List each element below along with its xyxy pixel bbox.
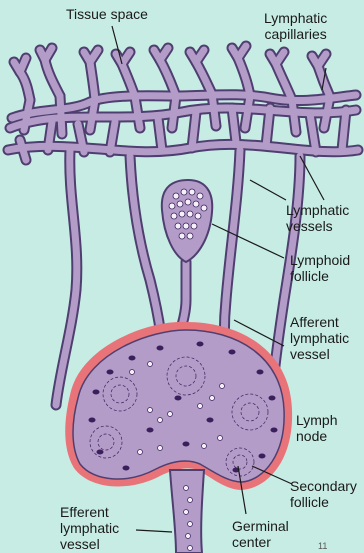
label-germinal-center: Germinal center: [232, 518, 289, 550]
label-lymphoid-follicle-line1: Lymphoid: [290, 252, 350, 268]
label-secondary-follicle: Secondary follicle: [290, 478, 357, 510]
label-lymphatic-vessels-line1: Lymphatic: [286, 202, 349, 218]
label-efferent-line3: vessel: [60, 536, 119, 552]
label-secondary-follicle-line2: follicle: [290, 494, 357, 510]
label-afferent-line2: lymphatic: [290, 330, 349, 346]
label-lymph-node-line1: Lymph: [296, 412, 338, 428]
label-efferent-lymphatic-vessel: Efferent lymphatic vessel: [60, 504, 119, 552]
label-lymphatic-vessels-line2: vessels: [286, 218, 349, 234]
leader-lymphoid-follicle: [212, 224, 284, 258]
leader-efferent-vessel: [136, 530, 172, 532]
label-secondary-follicle-line1: Secondary: [290, 478, 357, 494]
label-lymphatic-capillaries-line2: capillaries: [264, 26, 327, 42]
lymph-node: [65, 322, 292, 490]
page-mark: 11: [318, 541, 327, 551]
label-afferent-line3: vessel: [290, 346, 349, 362]
label-lymphoid-follicle-line2: follicle: [290, 268, 350, 284]
lymphoid-follicle: [162, 180, 212, 262]
label-afferent-line1: Afferent: [290, 314, 349, 330]
label-lymph-node-line2: node: [296, 428, 338, 444]
label-germinal-center-line1: Germinal: [232, 518, 289, 534]
label-lymphatic-vessels: Lymphatic vessels: [286, 202, 349, 234]
label-germinal-center-line2: center: [232, 534, 289, 550]
label-tissue-space: Tissue space: [66, 6, 148, 22]
label-lymphoid-follicle: Lymphoid follicle: [290, 252, 350, 284]
label-efferent-line1: Efferent: [60, 504, 119, 520]
leader-lymphatic-vessels-lower: [250, 180, 286, 200]
label-efferent-line2: lymphatic: [60, 520, 119, 536]
efferent-lymphatic-vessel: [170, 470, 204, 553]
label-lymphatic-capillaries-line1: Lymphatic: [264, 10, 327, 26]
label-afferent-lymphatic-vessel: Afferent lymphatic vessel: [290, 314, 349, 362]
label-lymph-node: Lymph node: [296, 412, 338, 444]
label-lymphatic-capillaries: Lymphatic capillaries: [264, 10, 327, 42]
